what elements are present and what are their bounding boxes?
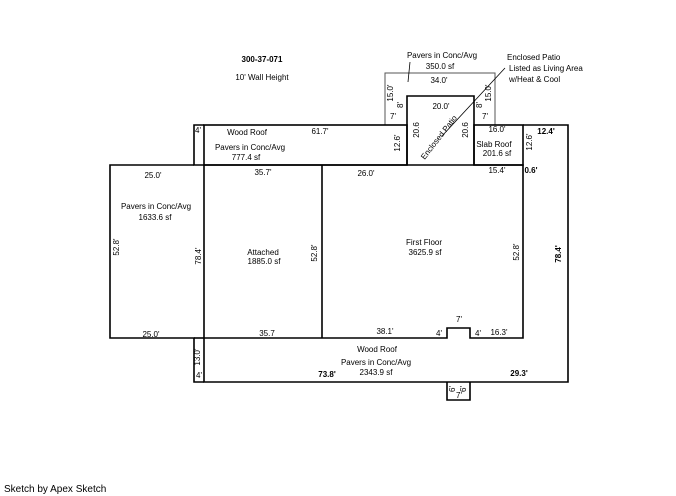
dim-163: 16.3' <box>490 328 508 337</box>
main-body-outline <box>204 164 524 339</box>
pavers-upper-label: Pavers in Conc/Avg <box>215 143 285 152</box>
dim-top-8-left: 8' <box>396 102 405 108</box>
dim-357-top: 35.7' <box>254 168 272 177</box>
dim-06: 0.6' <box>524 166 537 175</box>
dim-patio-206-left: 20.6 <box>412 122 421 138</box>
dim-6-right: 6' <box>459 386 468 392</box>
pavers-top-label: Pavers in Conc/Avg <box>407 51 477 60</box>
dim-738: 73.8' <box>318 370 336 379</box>
slab-roof-area: 201.6 sf <box>483 149 512 158</box>
dim-250-bottom: 25.0' <box>142 330 160 339</box>
dim-7-bottom: 7' <box>456 391 462 400</box>
dim-528-left: 52.8' <box>112 238 121 256</box>
pavers-upper-area: 777.4 sf <box>232 153 261 162</box>
slab-roof-label: Slab Roof <box>476 140 512 149</box>
wood-roof-top-label: Wood Roof <box>227 128 268 137</box>
bottom-notch-outline <box>446 382 471 401</box>
dim-top-7-right: 7' <box>482 112 488 121</box>
pavers-left-label: Pavers in Conc/Avg <box>121 202 191 211</box>
dim-4-notch-right: 4' <box>475 329 481 338</box>
enclosed-patio-note-1: Enclosed Patio <box>507 53 561 62</box>
parcel-id: 300-37-071 <box>242 55 283 64</box>
left-pavers-box <box>109 164 204 383</box>
dim-528-mid: 52.8' <box>310 244 319 262</box>
enclosed-patio-label: Enclosed Patio <box>419 113 459 161</box>
dim-617: 61.7' <box>311 127 329 136</box>
wall-height: 10' Wall Height <box>235 73 289 82</box>
enclosed-patio-leader <box>441 67 506 137</box>
footer-credit: Sketch by Apex Sketch <box>4 484 107 495</box>
dim-126-left: 12.6' <box>393 134 402 152</box>
dim-top-7-left: 7' <box>390 112 396 121</box>
dim-top-8-right: 8' <box>475 102 484 108</box>
dim-patio-206-right: 20.6 <box>461 122 470 138</box>
dim-293: 29.3' <box>510 369 528 378</box>
pavers-top-leader <box>407 61 411 83</box>
dim-784-right: 78.4' <box>554 245 563 263</box>
dim-top-34: 34.0' <box>430 76 448 85</box>
attached-area: 1885.0 sf <box>248 257 282 266</box>
pavers-left-area: 1633.6 sf <box>139 213 173 222</box>
wood-roof-bottom-label: Wood Roof <box>357 345 398 354</box>
enclosed-patio-note-3: w/Heat & Cool <box>508 75 560 84</box>
dim-154: 15.4' <box>488 166 506 175</box>
dim-784-left: 78.4' <box>194 247 203 265</box>
dim-357-bottom: 35.7 <box>259 329 275 338</box>
dim-4-notch-left: 4' <box>436 329 442 338</box>
dim-160: 16.0' <box>488 125 506 134</box>
pavers-bottom-label: Pavers in Conc/Avg <box>341 358 411 367</box>
top-pavers-outline <box>384 72 496 125</box>
dim-top-15-right: 15.0' <box>484 84 493 102</box>
dim-patio-20: 20.0' <box>432 102 450 111</box>
right-step-outline <box>203 124 569 383</box>
dim-260: 26.0' <box>357 169 375 178</box>
left-pavers-outline <box>193 124 204 166</box>
pavers-top-area: 350.0 sf <box>426 62 455 71</box>
enclosed-patio-note-2: Listed as Living Area <box>509 64 583 73</box>
dim-4-top: 4' <box>195 126 201 135</box>
first-floor-label: First Floor <box>406 238 442 247</box>
dim-130: 13.0' <box>193 348 202 366</box>
dim-126-right: 12.6' <box>525 133 534 151</box>
dim-7-notch: 7' <box>456 315 462 324</box>
pavers-bottom-area: 2343.9 sf <box>360 368 394 377</box>
dim-381: 38.1' <box>376 327 394 336</box>
dim-250-top: 25.0' <box>144 171 162 180</box>
dim-6-left: 6' <box>448 386 457 392</box>
first-floor-area: 3625.9 sf <box>409 248 443 257</box>
attached-label: Attached <box>247 248 279 257</box>
dim-4-bottom: 4' <box>196 371 202 380</box>
dim-top-15-left: 15.0' <box>386 84 395 102</box>
dim-528-right: 52.8' <box>512 243 521 261</box>
dim-124: 12.4' <box>537 127 555 136</box>
